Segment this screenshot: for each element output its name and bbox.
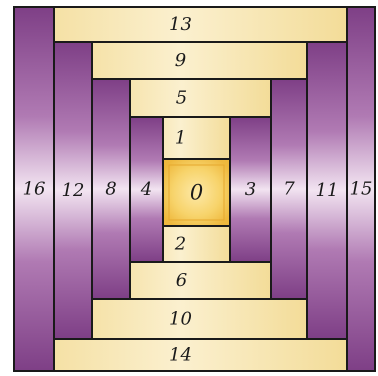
piece-label-4: 4: [140, 179, 152, 200]
piece-label-6: 6: [176, 270, 187, 291]
piece-label-11: 11: [316, 180, 339, 201]
piece-label-8: 8: [105, 179, 116, 200]
piece-label-13: 13: [169, 14, 192, 35]
piece-label-16: 16: [23, 179, 46, 200]
piece-label-10: 10: [169, 309, 192, 330]
piece-label-1: 1: [175, 128, 186, 149]
piece-label-5: 5: [176, 88, 187, 109]
piece-label-3: 3: [245, 179, 256, 200]
piece-label-15: 15: [350, 179, 373, 200]
piece-label-14: 14: [169, 345, 192, 366]
piece-label-7: 7: [283, 179, 295, 200]
piece-label-2: 2: [174, 234, 186, 255]
piece-label-12: 12: [62, 180, 85, 201]
piece-label-0: 0: [190, 181, 203, 205]
piece-label-9: 9: [175, 50, 186, 71]
